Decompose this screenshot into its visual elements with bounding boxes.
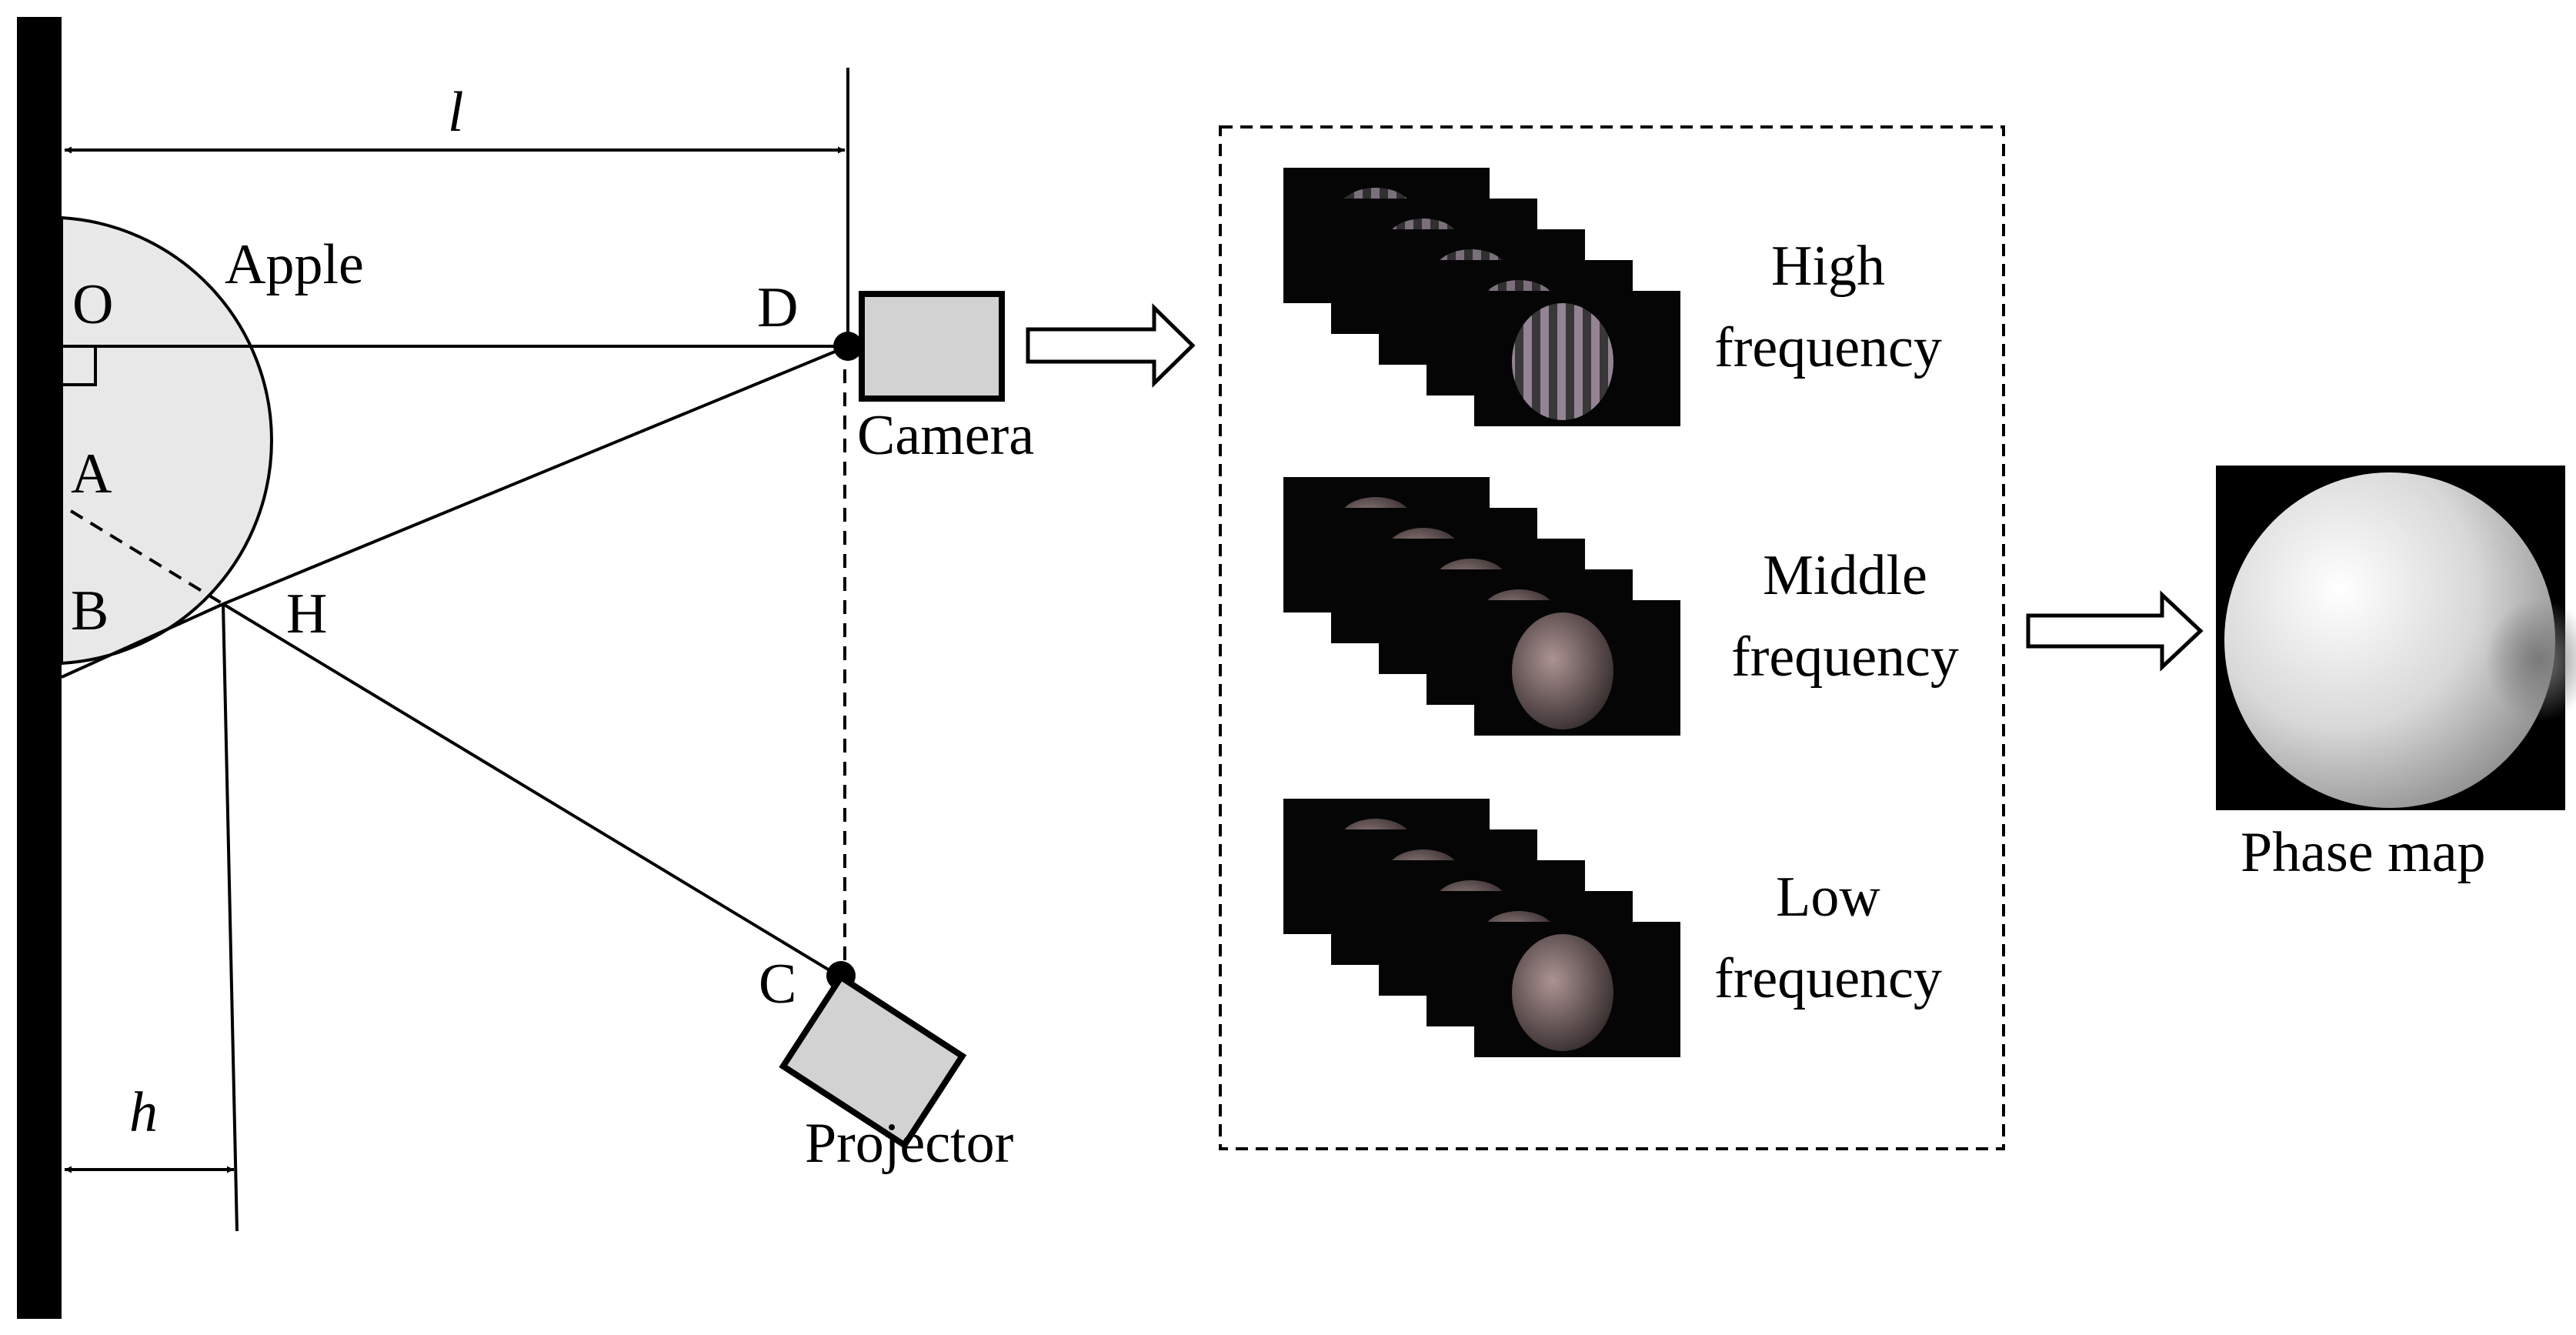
label-camera: Camera xyxy=(857,404,1034,467)
point-d-dot xyxy=(833,332,863,361)
wall xyxy=(17,17,62,1319)
fringe-label-line1: High xyxy=(1771,235,1885,298)
phase-map-dimple xyxy=(2485,599,2576,722)
fringe-images-box xyxy=(1219,125,2005,1150)
label-phase-map: Phase map xyxy=(2241,821,2486,884)
projector-body xyxy=(779,973,967,1150)
line-hd xyxy=(222,345,849,606)
label-b: B xyxy=(71,579,108,642)
label-apple: Apple xyxy=(225,233,364,296)
label-o: O xyxy=(72,273,113,336)
fringe-label-line1: Middle xyxy=(1763,544,1927,607)
apple-capture xyxy=(1512,303,1613,420)
phase-map-surface xyxy=(2224,472,2555,808)
fringe-label-line2: frequency xyxy=(1714,316,1942,379)
line-hc xyxy=(222,602,843,979)
apple-shape xyxy=(60,215,273,666)
line-bh xyxy=(61,602,224,679)
fringe-stack: High frequency xyxy=(1283,168,1942,426)
right-angle-mark xyxy=(60,345,97,386)
label-c: C xyxy=(759,953,796,1016)
label-dim-l: l xyxy=(448,81,464,144)
label-projector: Projector xyxy=(805,1112,1013,1175)
fringe-label-line1: Low xyxy=(1776,866,1880,929)
line-ah xyxy=(69,509,225,606)
flow-arrow-2 xyxy=(2026,590,2204,672)
fringe-stack: Middle frequency xyxy=(1283,477,1959,736)
apple-capture xyxy=(1512,934,1613,1051)
apple-capture xyxy=(1512,612,1613,729)
line-h-vertical xyxy=(222,603,239,1232)
label-dim-h: h xyxy=(129,1081,158,1144)
label-a: A xyxy=(71,442,112,506)
fringe-label-line2: frequency xyxy=(1731,626,1959,689)
fringe-stack: Low frequency xyxy=(1283,799,1942,1057)
fringe-label-line2: frequency xyxy=(1714,947,1942,1010)
label-h: H xyxy=(286,582,327,646)
label-d: D xyxy=(757,276,798,339)
camera-body xyxy=(859,291,1005,402)
flow-arrow-1 xyxy=(1026,303,1196,388)
